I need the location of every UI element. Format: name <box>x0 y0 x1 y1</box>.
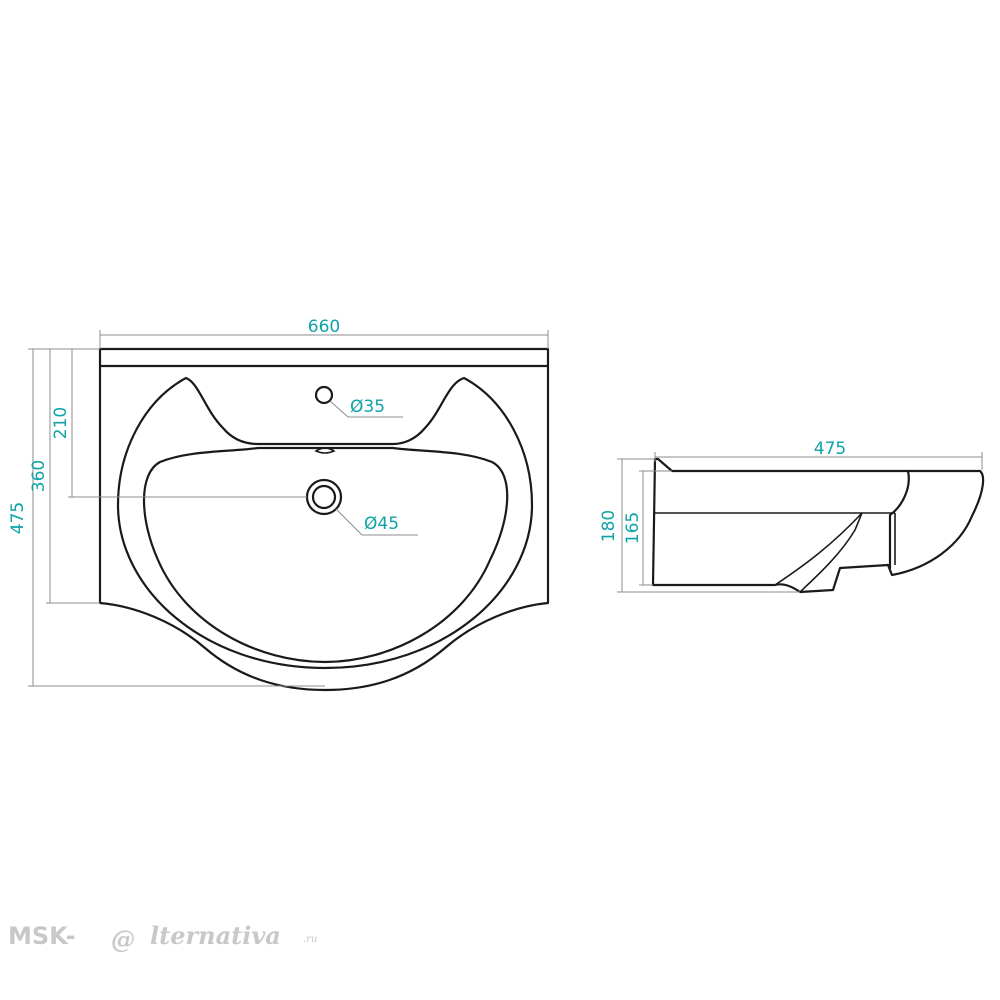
overflow-slot <box>314 447 336 454</box>
dim-width-label: 660 <box>308 317 340 337</box>
front-view-dimensions: 660 475 360 210 Ø35 Ø45 <box>8 317 549 687</box>
watermark-at-sign: @ <box>111 925 135 954</box>
tap-hole <box>314 385 334 405</box>
sink-back-rim <box>98 347 550 368</box>
basin-inner-rim <box>116 376 534 670</box>
dim-tap-hole-label: Ø35 <box>350 397 385 417</box>
side-view-drain <box>799 512 863 593</box>
watermark-logo: MSK- @ lternativa .ru <box>8 921 317 954</box>
front-view <box>98 347 550 692</box>
side-view-outline <box>651 457 985 594</box>
side-view-dimensions: 475 180 165 <box>599 439 983 593</box>
side-view <box>651 457 985 594</box>
dim-depth-to-edge-label: 360 <box>29 460 49 492</box>
watermark-brand: MSK- <box>8 922 76 950</box>
dim-drain-hole-label: Ø45 <box>364 514 399 534</box>
side-dim-bowl-height-label: 165 <box>623 512 643 544</box>
watermark-tld: .ru <box>303 934 317 945</box>
watermark-rest: lternativa <box>150 921 281 950</box>
sink-outer-outline <box>98 364 550 692</box>
drain-hole-inner <box>311 484 337 510</box>
side-view-front-lip <box>888 469 910 570</box>
side-dim-height-label: 180 <box>599 510 619 542</box>
dim-drain-offset-label: 210 <box>51 407 71 439</box>
side-view-bowl-curve <box>774 512 863 586</box>
side-dim-length-label: 475 <box>814 439 846 459</box>
dim-depth-label: 475 <box>8 502 28 534</box>
basin-bowl <box>143 446 509 664</box>
